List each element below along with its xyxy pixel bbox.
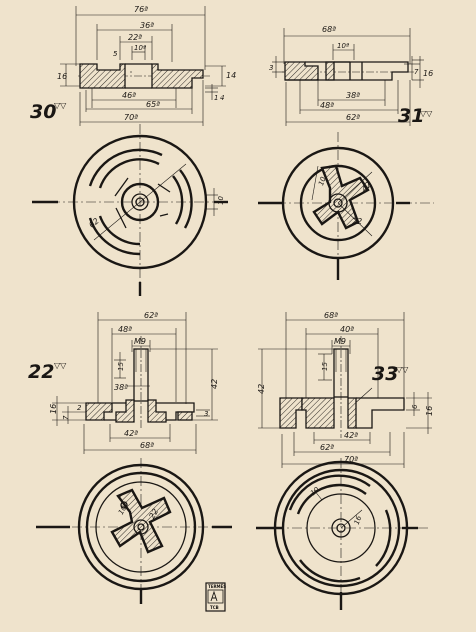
- part-33-dim-70: 70ª: [344, 455, 358, 464]
- part-33-finish-mark: ▽▽: [396, 365, 409, 374]
- part-31-dim-7: 7: [414, 68, 419, 76]
- part-30-dim-65: 65ª: [146, 100, 160, 109]
- part-22-plan-dim-22: 22: [147, 507, 160, 520]
- part-22-dim-42v: 42: [210, 379, 219, 389]
- part-30-plan-dim-10: 10: [217, 196, 225, 205]
- part-33-dim-42: 42ª: [344, 431, 358, 440]
- part-30-dim-22: 22ª: [128, 33, 142, 42]
- part-22-dim-M9: M9: [134, 337, 146, 346]
- part-33-dim-62: 62ª: [320, 443, 334, 452]
- part-31-dim-16: 16: [423, 69, 433, 78]
- part-22-dim-3: 3: [204, 410, 208, 418]
- part-33-dim-42v: 42: [257, 384, 266, 394]
- part-33-dim-6: 6: [411, 404, 419, 409]
- part-33-dim-16: 16: [425, 406, 434, 416]
- part-33-number: 33: [372, 363, 398, 385]
- part-22-dim-48: 48ª: [118, 325, 132, 334]
- part-22-dim-62: 62ª: [144, 311, 158, 320]
- part-30-dim-46: 46ª: [122, 91, 136, 100]
- part-22-dim-2: 2: [77, 404, 82, 412]
- part-31-number: 31: [398, 105, 424, 127]
- part-31-dim-3: 3: [269, 64, 273, 72]
- part-30-plan-view: 62 10: [32, 124, 228, 296]
- part-31-dim-62: 62ª: [346, 113, 360, 122]
- part-33-dim-M9: M9: [334, 337, 346, 346]
- part-22-dim-15: 15: [117, 362, 125, 371]
- part-22-finish-mark: ▽▽: [54, 361, 67, 370]
- part-31-dim-48: 48ª: [320, 101, 334, 110]
- part-30-dim-76: 76ª: [134, 5, 148, 14]
- part-22-plan-dim-10: 10: [117, 504, 129, 516]
- part-30-dim-4: 4: [220, 94, 224, 102]
- part-30-number: 30: [30, 101, 56, 123]
- part-22-section-view: 62ª 48ª M9 15 38ª 42 16 7 2 42ª 68ª 3 22…: [28, 311, 219, 454]
- part-30-dim-1: 1: [214, 94, 218, 102]
- logo-top-text: TERMÉS: [208, 584, 226, 589]
- part-31-plan-dim-22: 22: [352, 217, 362, 226]
- part-33-section-view: 68ª 40ª M9 15 42 6 16 42ª 62ª 70ª 33 ▽▽: [257, 311, 434, 468]
- part-22-dim-16: 16: [49, 404, 58, 414]
- part-31-section-view: 68ª 10ª 3 7 16 38ª 48ª 62ª 31 ▽▽: [269, 25, 433, 127]
- part-33-dim-40: 40ª: [340, 325, 354, 334]
- part-30-dim-70: 70ª: [124, 113, 138, 122]
- part-22-dim-68: 68ª: [140, 441, 154, 450]
- part-30-dim-16: 16: [57, 72, 67, 81]
- part-22-plan-view: 22 10: [36, 458, 232, 604]
- part-31-finish-mark: ▽▽: [420, 109, 433, 118]
- part-30-dim-10: 10ª: [134, 44, 147, 52]
- part-30-dim-36: 36ª: [140, 21, 154, 30]
- part-22-number: 22: [28, 361, 54, 383]
- publisher-logo: TERMÉS TCB: [205, 582, 226, 612]
- part-31-dim-68: 68ª: [322, 25, 336, 34]
- part-22-dim-38: 38ª: [114, 383, 128, 392]
- part-33-plan-view: 10 16: [256, 458, 430, 610]
- part-33-plan-dim-16: 16: [353, 514, 364, 526]
- part-22-dim-7: 7: [62, 415, 70, 420]
- part-30-dim-14: 14: [226, 71, 236, 80]
- part-22-dim-42: 42ª: [124, 429, 138, 438]
- part-31-plan-dim-10: 10: [317, 175, 328, 187]
- part-30-finish-mark: ▽▽: [54, 101, 67, 110]
- part-30-section-view: 76ª 36ª 22ª 10ª 5 16 46ª 65ª 70ª 14 1 4 …: [30, 5, 236, 126]
- part-33-dim-68: 68ª: [324, 311, 338, 320]
- part-31-dim-38: 38ª: [346, 91, 360, 100]
- part-31-dim-10: 10ª: [337, 42, 350, 50]
- logo-bottom-text: TCB: [210, 605, 219, 610]
- part-31-plan-view: 10 42 22: [258, 132, 434, 280]
- part-33-dim-15: 15: [321, 362, 329, 371]
- part-30-dim-5: 5: [113, 50, 118, 58]
